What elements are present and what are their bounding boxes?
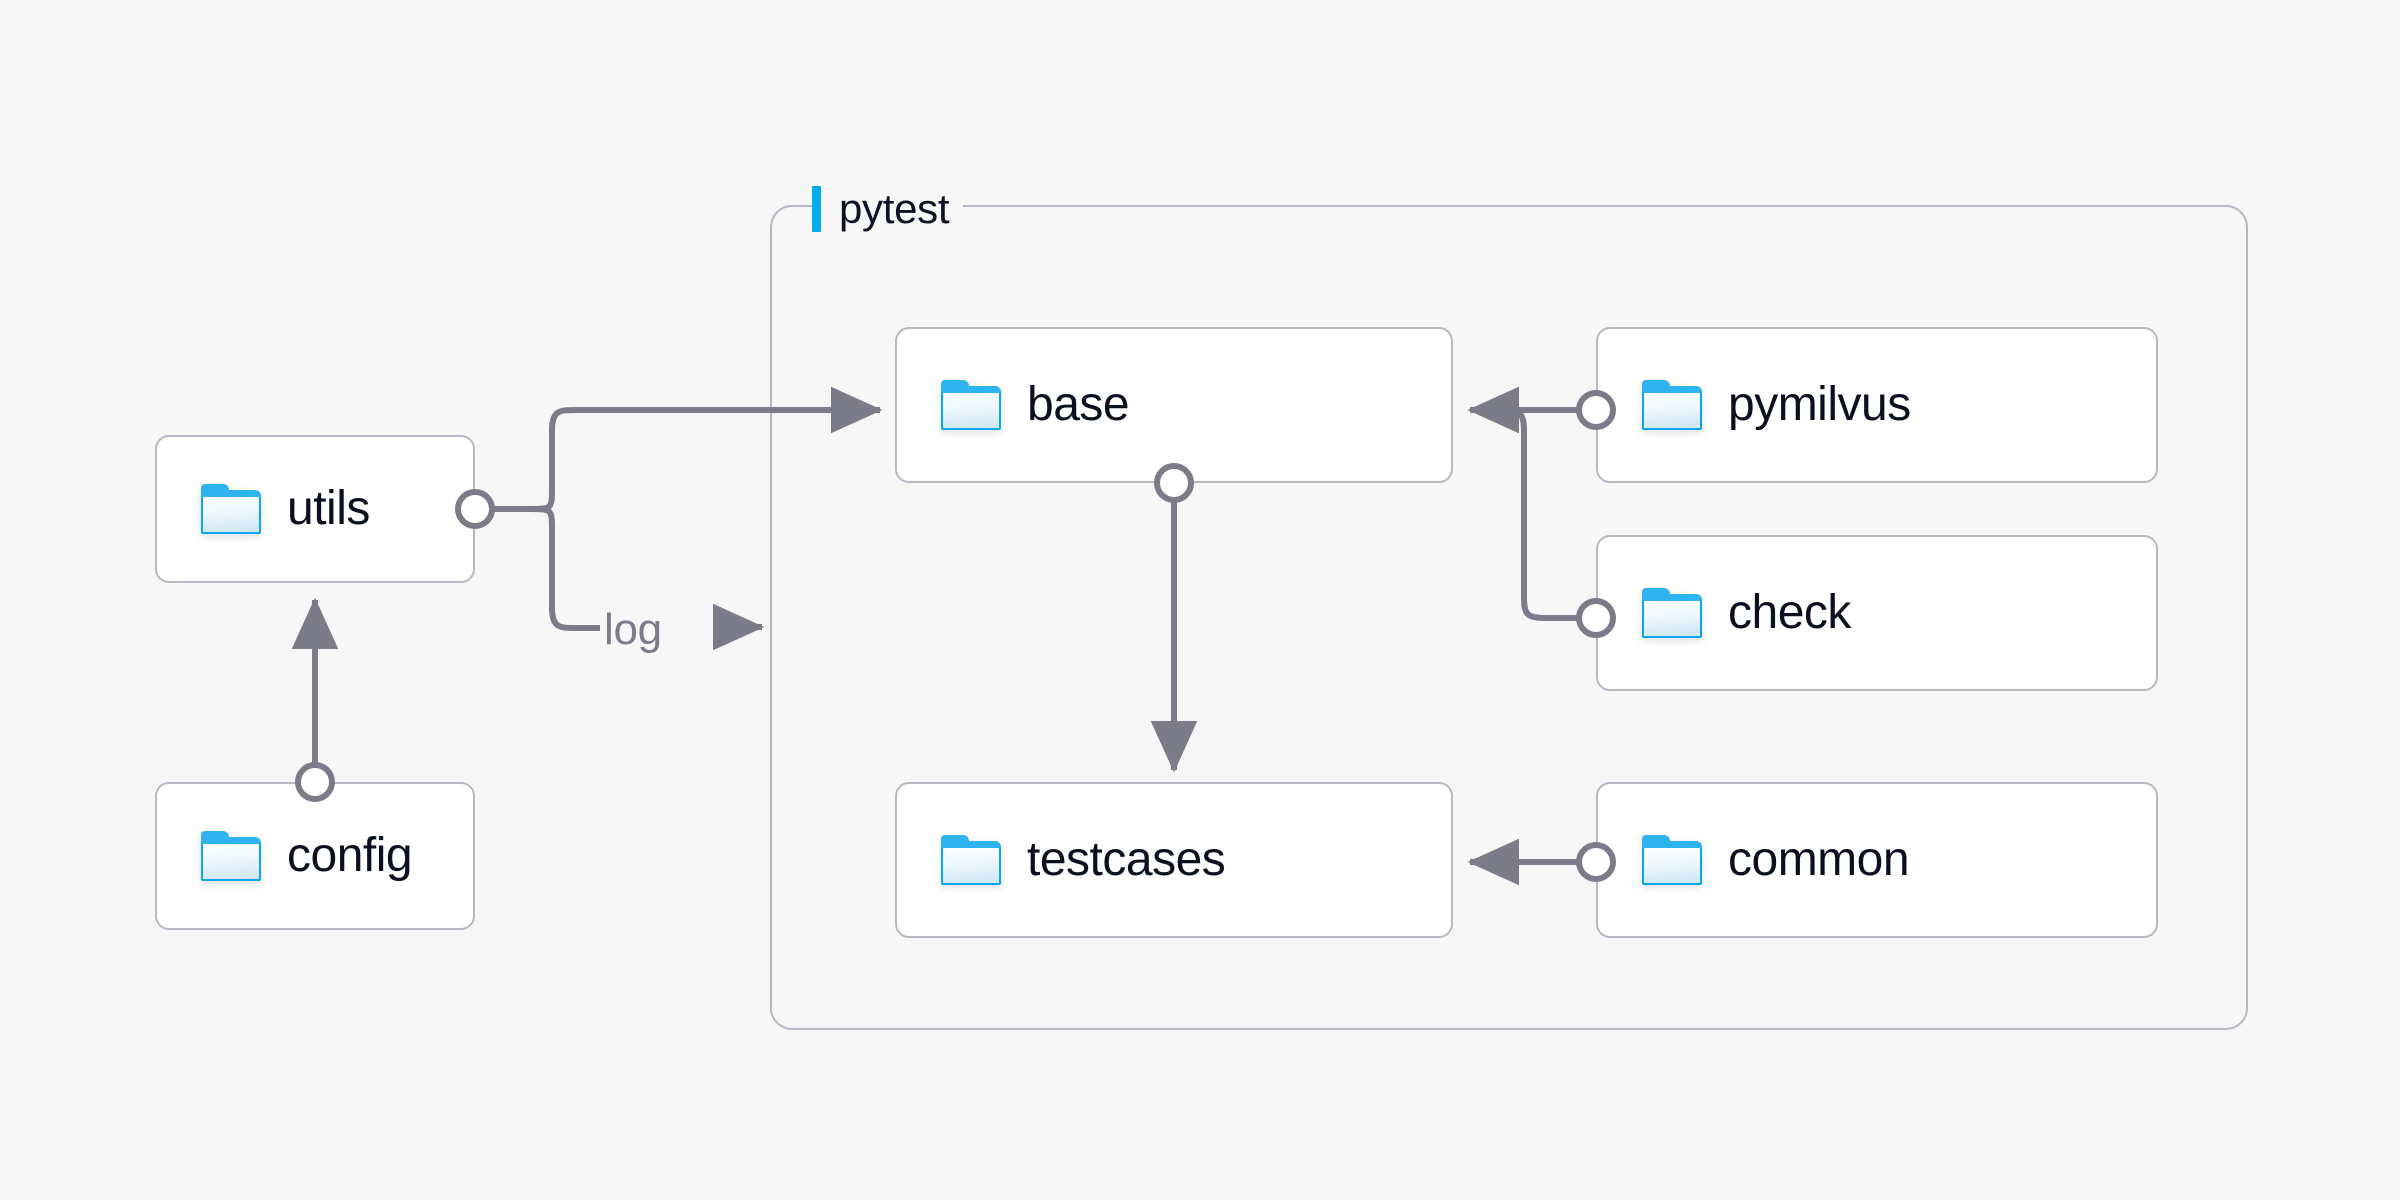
folder-icon	[1642, 380, 1702, 430]
node-label: pymilvus	[1728, 378, 1911, 431]
folder-icon	[1642, 835, 1702, 885]
folder-icon	[1642, 588, 1702, 638]
folder-icon	[941, 835, 1001, 885]
node-label: check	[1728, 586, 1851, 639]
folder-icon	[201, 484, 261, 534]
group-accent-bar	[812, 186, 821, 232]
edge-label-log: log	[604, 605, 662, 654]
node-label: common	[1728, 833, 1910, 886]
group-container-pytest[interactable]	[770, 205, 2248, 1030]
node-config[interactable]: config	[155, 782, 475, 930]
folder-icon	[201, 831, 261, 881]
group-title: pytest	[839, 185, 950, 232]
node-label: utils	[287, 482, 370, 535]
edge-config-to-utils	[291, 597, 339, 802]
node-utils[interactable]: utils	[155, 435, 475, 583]
node-label: config	[287, 829, 413, 882]
group-label-pytest[interactable]: pytest	[812, 180, 964, 238]
node-check[interactable]: check	[1596, 535, 2158, 691]
node-base[interactable]: base	[895, 327, 1453, 483]
node-label: base	[1027, 378, 1130, 431]
folder-icon	[941, 380, 1001, 430]
node-label: testcases	[1027, 833, 1226, 886]
node-common[interactable]: common	[1596, 782, 2158, 938]
node-pymilvus[interactable]: pymilvus	[1596, 327, 2158, 483]
node-testcases[interactable]: testcases	[895, 782, 1453, 938]
